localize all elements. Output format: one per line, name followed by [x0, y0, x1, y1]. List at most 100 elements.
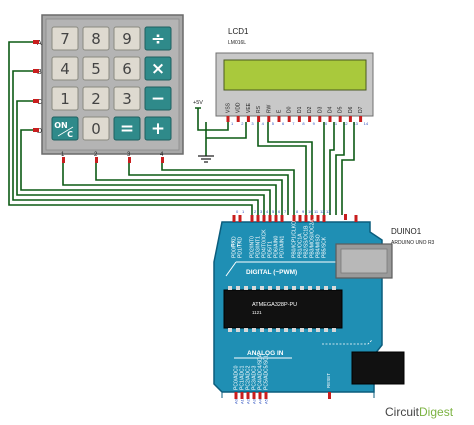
- lcd-pin: [257, 116, 261, 122]
- lcd-pins: VSS1VDD2VEE3RS4RW5E6D07D18D29D310D411D51…: [226, 102, 369, 126]
- power-label: +5V: [193, 100, 203, 106]
- key-0-2[interactable]: 9: [113, 26, 141, 51]
- digital-pin: [310, 215, 314, 222]
- analog-pin: [258, 392, 262, 399]
- digital-pin-label: PD4/T0/XCK: [262, 229, 268, 258]
- key-1-2[interactable]: 6: [113, 56, 141, 81]
- analog-pin: [234, 392, 238, 399]
- key-label: 3: [122, 90, 132, 108]
- lcd-pin-label: VDD: [236, 102, 242, 113]
- lcd-pin-number: 9: [313, 121, 316, 126]
- lcd-pin-label: E: [277, 109, 283, 113]
- lcd-pin-number: 8: [302, 121, 305, 126]
- digital-pin-number: 12: [320, 209, 325, 214]
- keypad-row-c-label: C: [37, 99, 42, 106]
- digital-pin: [250, 215, 254, 222]
- digital-pin-label: PD1/TXD: [238, 236, 244, 258]
- key-on-label: ON: [54, 121, 68, 130]
- key-0-0[interactable]: 7: [51, 26, 79, 51]
- analog-pin-number: A3: [252, 398, 257, 404]
- lcd-pin-number: 2: [241, 121, 244, 126]
- lcd-pin: [287, 116, 291, 122]
- ground-wire: [205, 122, 247, 156]
- lcd-pin: [226, 116, 230, 122]
- digital-pin-label: PD5/T1: [268, 241, 274, 258]
- key-1-1[interactable]: 5: [82, 56, 110, 81]
- digital-pin: [292, 215, 296, 222]
- key-1-0[interactable]: 4: [51, 56, 79, 81]
- digital-pin-number: 9: [302, 209, 305, 214]
- keypad-pin-a: [33, 40, 39, 44]
- digital-pin-label: PD6/AIN0: [274, 236, 280, 258]
- lcd-pin-label: D6: [348, 106, 354, 113]
- key-2-1[interactable]: 2: [82, 86, 110, 111]
- key-3-2[interactable]: =: [113, 116, 141, 141]
- lcd-pin-number: 12: [343, 121, 348, 126]
- lcd-pin-number: 14: [364, 121, 369, 126]
- keypad-row-d-label: D: [37, 128, 42, 135]
- digital-pin-number: 2: [254, 209, 257, 214]
- digital-pin-label: PB4/MISO: [316, 234, 322, 258]
- analog-pin-label: PC2/ADC2: [246, 365, 252, 390]
- key-0-1[interactable]: 8: [82, 26, 110, 51]
- key-3-1[interactable]: 0: [82, 116, 110, 141]
- lcd-pin-label: D1: [297, 106, 303, 113]
- arduino-ref: DUINO1: [391, 227, 422, 236]
- rx-label: RX: [230, 241, 235, 247]
- lcd-pin-label: D5: [338, 106, 344, 113]
- lcd-screen: [223, 59, 367, 91]
- lcd-pin-label: D7: [358, 106, 364, 113]
- keypad-pin-3: [128, 157, 131, 163]
- lcd-pin: [318, 116, 322, 122]
- key-2-3[interactable]: −: [144, 86, 172, 111]
- lcd-part: LM016L: [228, 40, 246, 46]
- digital-pin: [238, 215, 242, 222]
- key-label: 7: [60, 30, 70, 48]
- key-label: 6: [122, 60, 132, 78]
- digital-pin-number: 5: [272, 209, 275, 214]
- analog-pin-label: PC1/ADC1: [240, 365, 246, 390]
- key-3-3[interactable]: +: [144, 116, 172, 141]
- digital-pin: [316, 215, 320, 222]
- lcd-pin: [246, 116, 250, 122]
- analog-pin-label: PC5/ADC5/SCL: [264, 354, 270, 390]
- digital-pin: [232, 215, 236, 222]
- key-label: 4: [60, 60, 70, 78]
- digital-pin-label: PD7/AIN1: [280, 236, 286, 258]
- analog-pin: [246, 392, 250, 399]
- key-2-0[interactable]: 1: [51, 86, 79, 111]
- digital-pin-label: PB3/MOSI/OC2A: [310, 219, 316, 258]
- lcd-pin-label: D4: [328, 106, 334, 113]
- key-1-3[interactable]: ×: [144, 56, 172, 81]
- reset-label: RESET: [326, 373, 331, 388]
- lcd-pin: [348, 116, 352, 122]
- analog-pin-label: PC4/ADC4/SDA: [258, 353, 264, 390]
- analog-pin: [264, 392, 268, 399]
- keypad-row-a-label: A: [37, 40, 42, 47]
- digital-pin: [304, 215, 308, 222]
- lcd-pin-number: 11: [333, 121, 338, 126]
- digital-pin: [280, 215, 284, 222]
- analog-pin-number: A5: [264, 398, 269, 404]
- key-2-2[interactable]: 3: [113, 86, 141, 111]
- lcd-wires: [257, 122, 355, 215]
- ground-icon: [198, 155, 214, 163]
- lcd-pin-label: RS: [256, 105, 262, 113]
- key-c-label: C: [67, 130, 73, 139]
- lcd-pin-number: 3: [251, 121, 254, 126]
- keypad-col-3-label: 3: [127, 152, 131, 158]
- svg-text:CircuitDigest: CircuitDigest: [385, 405, 454, 419]
- lcd-pin-number: 7: [292, 121, 295, 126]
- key-3-0[interactable]: ONC: [51, 116, 79, 141]
- brand-prefix: Circuit: [385, 405, 420, 419]
- analog-pin: [252, 392, 256, 399]
- digital-pin-number: 7: [284, 209, 287, 214]
- digital-pin-label: PD2/INT0: [250, 236, 256, 258]
- lcd-pin-number: 1: [231, 121, 234, 126]
- key-0-3[interactable]: ÷: [144, 26, 172, 51]
- atmega-chip: [223, 289, 343, 329]
- analog-pin-number: A0: [234, 398, 239, 404]
